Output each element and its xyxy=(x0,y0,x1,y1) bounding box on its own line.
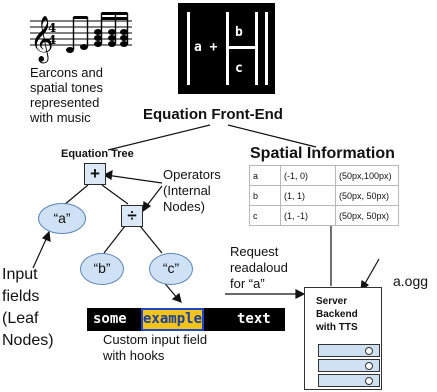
status-light-icon xyxy=(365,362,373,370)
left-bar xyxy=(187,12,190,85)
equation-render-box: a + b c xyxy=(178,3,275,94)
label-line: Input xyxy=(2,266,38,283)
caption-line: Custom input field xyxy=(103,332,208,347)
input-text-highlight: example xyxy=(141,308,205,331)
audio-file-label: a.ogg xyxy=(393,273,429,289)
caption-line: with music xyxy=(30,110,91,125)
svg-text:4: 4 xyxy=(48,33,56,47)
label-line: (Leaf xyxy=(2,310,39,327)
label-line: fields xyxy=(2,288,40,305)
tree-title: Equation Tree xyxy=(61,148,134,160)
table-cell: (1, 1) xyxy=(280,185,336,206)
label-line: Operators xyxy=(163,167,221,182)
label-line: for “a” xyxy=(230,276,265,291)
fraction-left-bar xyxy=(226,12,229,85)
label-line: Nodes) xyxy=(2,332,54,349)
table-row: a (-1, 0) (50px,100px) xyxy=(249,165,399,186)
table-cell: c xyxy=(249,205,281,226)
status-light-icon xyxy=(365,377,373,385)
label-line: readaloud xyxy=(230,260,288,275)
server-rack-unit xyxy=(318,359,380,372)
fraction-right-bar xyxy=(255,12,258,85)
label-line: (Internal xyxy=(163,183,211,198)
svg-text:𝄞: 𝄞 xyxy=(30,16,54,64)
math-left-term: a + xyxy=(194,40,218,55)
table-cell: (50px,100px) xyxy=(335,165,399,186)
root-operator-node: + xyxy=(84,163,106,185)
leaf-node-c: “c” xyxy=(149,253,193,285)
table-row: b (1, 1) (50px, 50px) xyxy=(249,185,399,206)
table-row: c (1, -1) (50px, 50px) xyxy=(249,205,399,226)
input-text-before: some xyxy=(93,311,127,327)
custom-input-field[interactable]: some example text xyxy=(87,308,285,331)
fraction-line xyxy=(229,46,255,49)
right-bar xyxy=(265,12,268,85)
label-line: Backend xyxy=(316,309,358,320)
server-rack-unit xyxy=(318,344,380,357)
table-cell: b xyxy=(249,185,281,206)
front-end-title: Equation Front-End xyxy=(143,106,283,123)
math-numerator: b xyxy=(235,25,243,40)
caption-line: with hooks xyxy=(103,348,165,363)
svg-text:4: 4 xyxy=(48,21,56,35)
label-line: with TTS xyxy=(316,322,358,333)
table-cell: (50px, 50px) xyxy=(335,185,399,206)
label-line: Nodes) xyxy=(163,199,205,214)
spatial-title: Spatial Information xyxy=(250,145,395,162)
spatial-table: a (-1, 0) (50px,100px) b (1, 1) (50px, 5… xyxy=(249,165,399,226)
caption-line: represented xyxy=(30,95,100,110)
table-cell: (50px, 50px) xyxy=(335,205,399,226)
divide-operator-node: ÷ xyxy=(121,205,143,227)
music-notation-image: 𝄞 4 4 xyxy=(30,12,132,64)
leaf-node-b: “b” xyxy=(80,253,124,285)
table-cell: a xyxy=(249,165,281,186)
input-text-after: text xyxy=(237,311,271,327)
math-denominator: c xyxy=(235,61,243,76)
table-cell: (1, -1) xyxy=(280,205,336,226)
leaf-node-a: “a” xyxy=(38,203,86,234)
table-cell: (-1, 0) xyxy=(280,165,336,186)
status-light-icon xyxy=(365,347,373,355)
server-backend: Server Backend with TTS xyxy=(304,287,382,390)
caption-line: Earcons and xyxy=(30,65,103,80)
label-line: Request xyxy=(230,244,279,259)
server-rack-unit xyxy=(318,374,380,387)
caption-line: spatial tones xyxy=(30,80,103,95)
label-line: Server xyxy=(316,296,348,307)
